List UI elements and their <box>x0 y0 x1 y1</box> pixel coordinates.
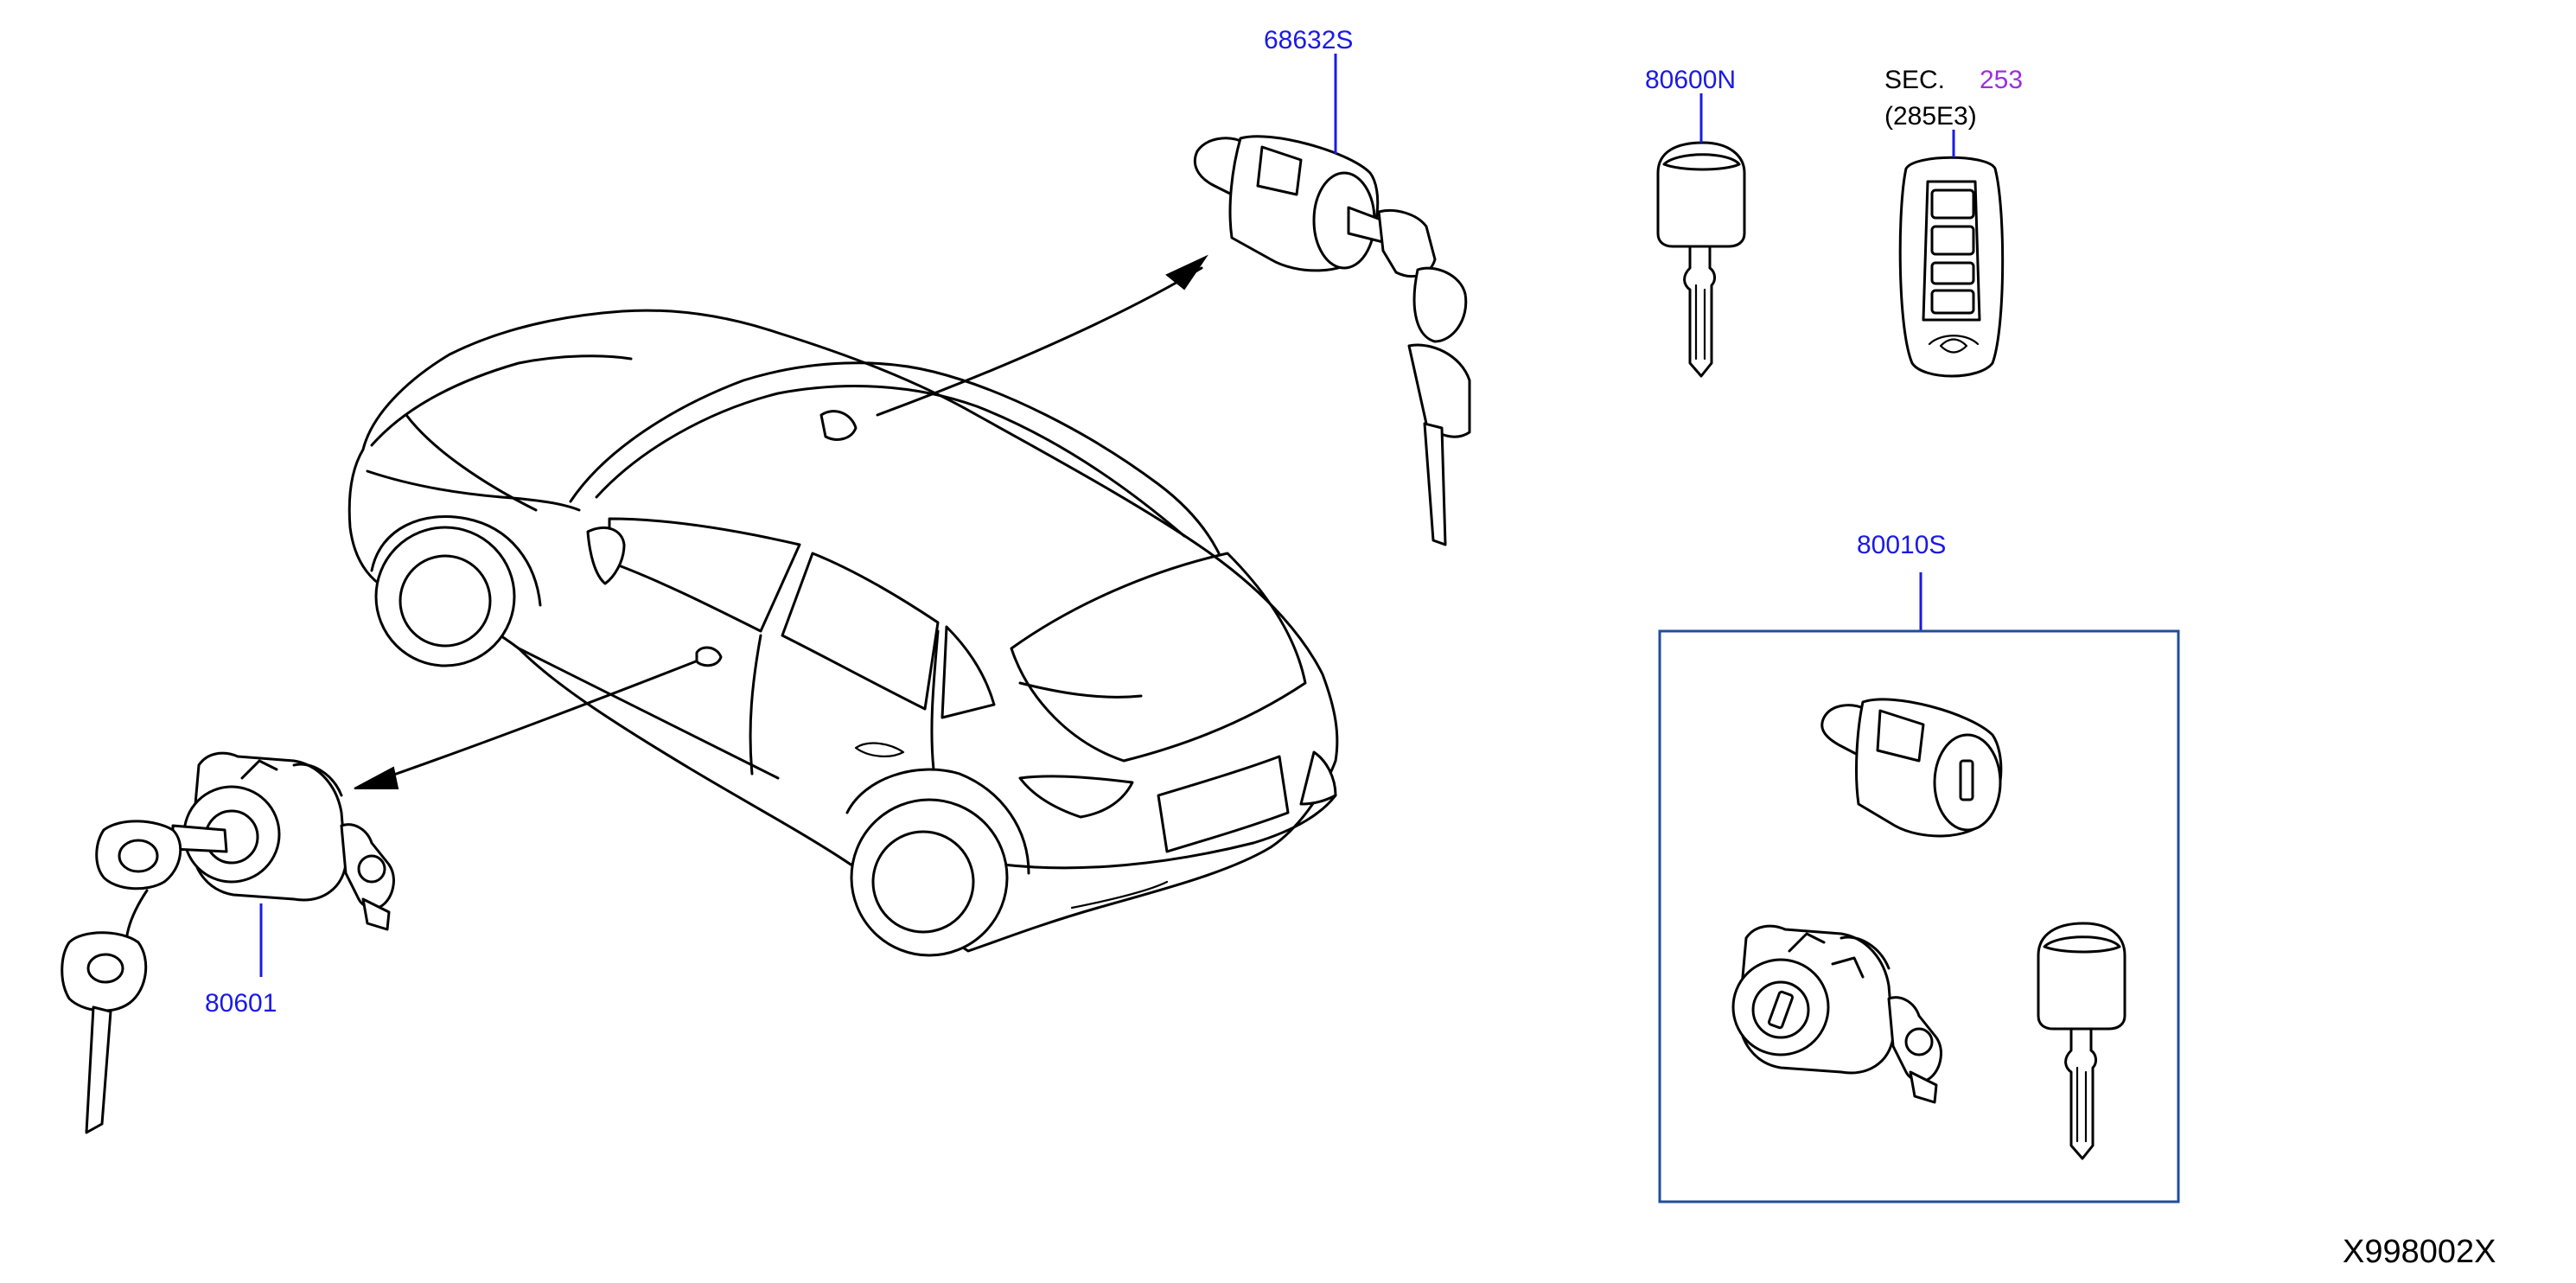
key-set-kit-frame <box>1658 629 2180 1203</box>
part-number-ignition-cylinder[interactable]: 68632S <box>1264 26 1353 54</box>
section-reference-subcode: (285E3) <box>1884 102 1977 131</box>
arrow-head-door-lock <box>354 766 399 789</box>
kit-ignition-cylinder <box>1820 698 2003 838</box>
door-lock-cylinder-part <box>61 751 395 1134</box>
section-reference-number[interactable]: 253 <box>1980 66 2023 94</box>
part-number-key-blank[interactable]: 80600N <box>1645 66 1736 94</box>
kit-key-blank <box>2037 922 2126 1160</box>
kit-door-lock-cylinder <box>1731 924 1942 1104</box>
part-number-key-set[interactable]: 80010S <box>1857 531 1946 559</box>
key-blank-part <box>1656 141 1746 378</box>
smart-key-fob <box>1898 156 2005 378</box>
part-number-door-lock-cylinder[interactable]: 80601 <box>205 989 277 1018</box>
ignition-lock-cylinder-part <box>1193 135 1471 546</box>
vehicle-illustration <box>348 309 1339 957</box>
section-reference-label: SEC. <box>1884 66 1945 94</box>
arrow-head-ignition <box>1165 254 1208 290</box>
pointer-arrows <box>354 254 1208 789</box>
diagram-id: X998002X <box>2343 1234 2496 1270</box>
